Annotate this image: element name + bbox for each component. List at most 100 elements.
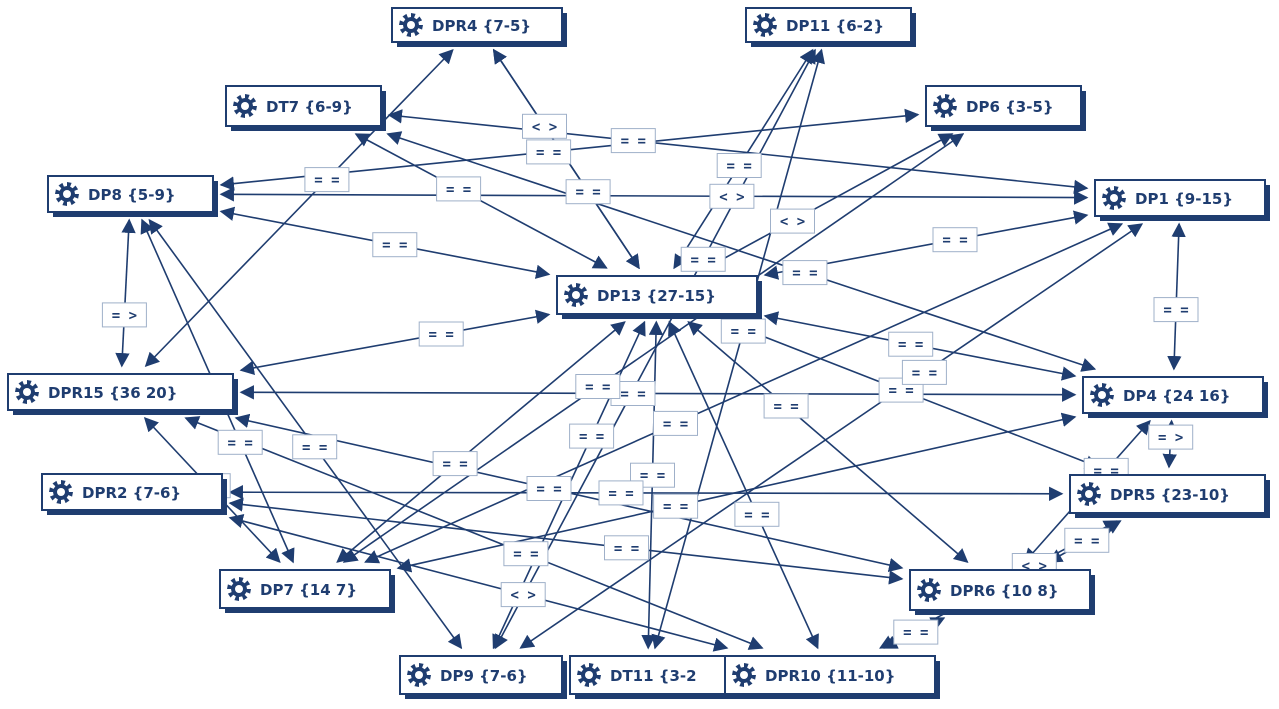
edge-label-box: [720, 318, 766, 344]
edge-dp13-dpr15: [239, 309, 551, 375]
node-label: DP9 {7-6}: [440, 667, 528, 685]
gear-icon-hole: [241, 102, 249, 110]
node-box[interactable]: [399, 655, 563, 695]
edge-label-box: [372, 232, 418, 258]
node-box[interactable]: [7, 373, 234, 411]
gear-icon-hole: [1098, 391, 1106, 399]
node-label: DP1 {9-15}: [1135, 190, 1233, 208]
edge-label-box: [565, 179, 611, 205]
edge-label-box: [653, 493, 699, 519]
edge-labels-layer: = == == =< >= == == == == == == == == ==…: [101, 113, 1199, 645]
gear-icon-hole: [925, 586, 933, 594]
node-box[interactable]: [556, 275, 758, 315]
edge-label-text: < >: [719, 189, 744, 205]
edge-label: = =: [418, 321, 464, 347]
gear-icon-hole: [941, 102, 949, 110]
node-label: DP13 {27-15}: [597, 287, 716, 305]
edge-label-box: [888, 331, 934, 357]
node-dp4[interactable]: DP4 {24 16}: [1082, 376, 1268, 418]
edge-label-box: [500, 582, 546, 608]
edge-label: = =: [565, 179, 611, 205]
edge-dt7-dp4: [386, 131, 1097, 372]
edge-label-text: = =: [575, 185, 600, 201]
node-box[interactable]: [1069, 474, 1266, 514]
gear-icon-hole: [235, 585, 243, 593]
edge-label: = =: [610, 128, 656, 154]
edge-label: = =: [292, 434, 338, 460]
node-label: DP8 {5-9}: [88, 186, 176, 204]
edge-label-box: [526, 139, 572, 165]
edge-label-text: = >: [1158, 430, 1183, 446]
edge-label: = =: [716, 153, 762, 178]
edge-label-box: [526, 476, 572, 501]
node-label: DP11 {6-2}: [786, 17, 884, 35]
node-dp13[interactable]: DP13 {27-15}: [556, 275, 762, 319]
node-dp6[interactable]: DP6 {3-5}: [925, 85, 1086, 131]
edge-label-text: = =: [663, 416, 688, 432]
edge-label-text: = =: [912, 365, 937, 381]
edge-label: = =: [888, 331, 934, 357]
edge-label: = =: [878, 377, 924, 403]
node-dpr4[interactable]: DPR4 {7-5}: [391, 7, 567, 47]
edge-label-box: [432, 451, 478, 477]
edge-label: = =: [503, 541, 549, 567]
edge-label: = =: [372, 232, 418, 258]
gear-icon: [227, 577, 251, 601]
nodes-layer: DPR4 {7-5} DP11 {6-2} DT7 {6-9} DP6 {3-5} DP…: [7, 7, 1270, 699]
edge-label-box: [217, 429, 263, 455]
edge-label: = =: [569, 423, 615, 449]
edge-label-box: [932, 227, 978, 253]
node-dpr2[interactable]: DPR2 {7-6}: [41, 473, 227, 515]
edge-label: = =: [217, 429, 263, 455]
gear-icon: [49, 480, 73, 504]
node-dt7[interactable]: DT7 {6-9}: [225, 85, 386, 131]
edge-label-box: [503, 541, 549, 567]
gear-icon: [917, 578, 941, 602]
node-dpr6[interactable]: DPR6 {10 8}: [909, 569, 1095, 615]
node-box[interactable]: [724, 655, 936, 695]
edge-label: = >: [1148, 424, 1194, 450]
node-dp11[interactable]: DP11 {6-2}: [745, 7, 916, 47]
edge-label-box: [653, 410, 698, 436]
edge-label-text: < >: [780, 214, 805, 230]
node-dp8[interactable]: DP8 {5-9}: [47, 175, 218, 217]
node-dp7[interactable]: DP7 {14 7}: [219, 569, 395, 613]
edge-dp8-dp1: [219, 187, 1089, 205]
edge-label: < >: [770, 208, 815, 234]
edge-label: = =: [575, 374, 621, 399]
edge-label-text: = =: [513, 547, 538, 563]
node-label: DPR4 {7-5}: [432, 17, 531, 35]
gear-icon: [1077, 482, 1101, 506]
node-label: DT11 {3-2: [610, 667, 697, 685]
node-dt11[interactable]: DT11 {3-2: [569, 655, 730, 699]
edge-label-text: = =: [536, 145, 561, 161]
node-dpr5[interactable]: DPR5 {23-10}: [1069, 474, 1270, 518]
edge-label-text: = =: [314, 173, 339, 189]
node-dpr15[interactable]: DPR15 {36 20}: [7, 373, 238, 415]
edge-label-box: [734, 501, 780, 527]
edge-dp13-dpr10: [668, 320, 819, 650]
edge-label: = =: [432, 451, 478, 477]
node-dp9[interactable]: DP9 {7-6}: [399, 655, 567, 699]
edge-label-text: = =: [1074, 533, 1099, 549]
gear-icon: [1102, 186, 1126, 210]
gear-icon: [933, 94, 957, 118]
gear-icon: [407, 663, 431, 687]
node-label: DPR6 {10 8}: [950, 582, 1059, 600]
edge-label-text: = =: [898, 337, 923, 353]
edge-label-box: [418, 321, 464, 347]
gear-icon: [564, 283, 588, 307]
gear-icon: [55, 182, 79, 206]
gear-icon-hole: [63, 190, 71, 198]
gear-icon-hole: [585, 671, 593, 679]
edge-label: < >: [709, 183, 755, 209]
node-dpr10[interactable]: DPR10 {11-10}: [724, 655, 940, 699]
edge-label: = =: [526, 476, 572, 501]
edge-label-text: = =: [727, 159, 752, 175]
edge-label-text: = =: [744, 507, 769, 523]
edge-label: = =: [932, 227, 978, 253]
gear-icon: [753, 13, 777, 37]
node-dp1[interactable]: DP1 {9-15}: [1094, 179, 1270, 221]
edge-label-text: = =: [640, 468, 665, 484]
edge-label-text: = >: [112, 308, 137, 324]
